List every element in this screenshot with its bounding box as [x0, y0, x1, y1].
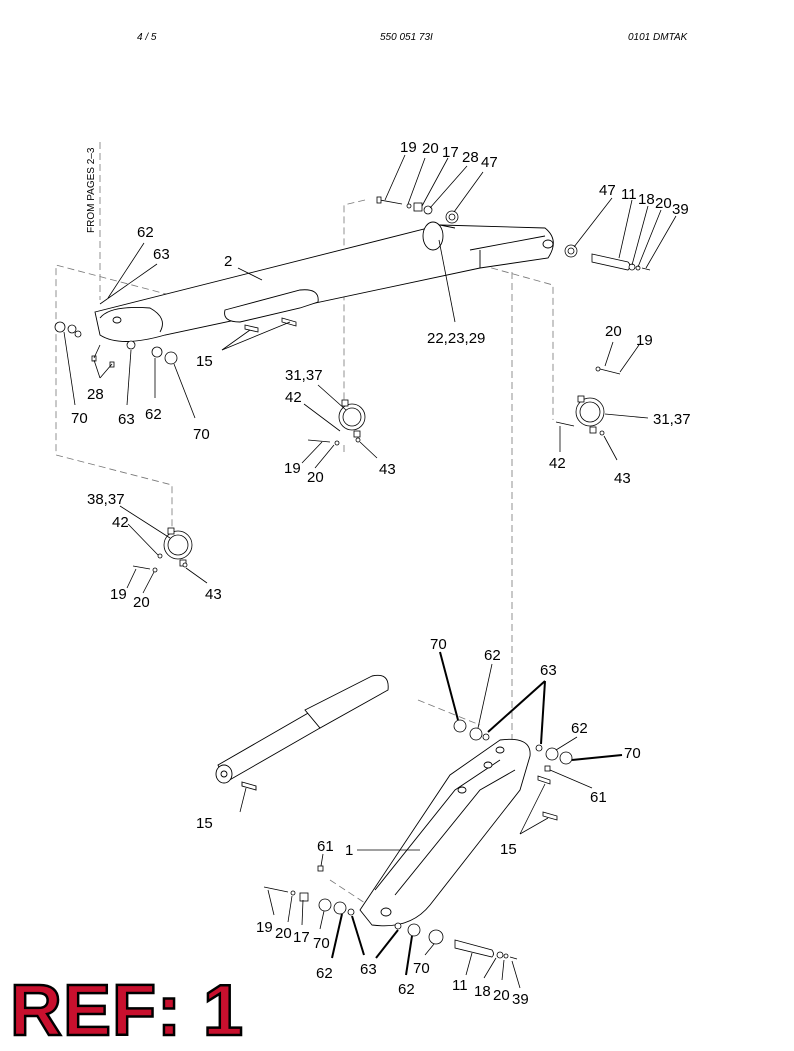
callout: 20: [275, 925, 292, 942]
from-pages-note: FROM PAGES 2–3: [86, 147, 97, 233]
revision-code: 0101 DMTAK: [628, 32, 688, 43]
callout: 11: [621, 186, 637, 203]
callout: 62: [137, 224, 154, 241]
callout: 47: [599, 182, 616, 199]
callout: 17: [293, 929, 310, 946]
callout: 62: [398, 981, 415, 998]
callout: 43: [614, 470, 631, 487]
callout: 70: [413, 960, 430, 977]
callout: 19: [400, 139, 417, 156]
callout: 61: [590, 789, 607, 806]
callout: 70: [313, 935, 330, 952]
callout: 20: [422, 140, 439, 157]
callout: 43: [205, 586, 222, 603]
callout: 17: [442, 144, 459, 161]
pipe-clamp-3: [132, 527, 193, 573]
pipe-clamp-1: [307, 399, 366, 446]
callout: 2: [224, 253, 232, 270]
hydraulic-cylinder: [215, 674, 389, 791]
lower-boom-arm: [359, 738, 531, 927]
upper-boom-hardware: [54, 196, 651, 368]
callout: 62: [484, 647, 501, 664]
callout: 28: [87, 386, 104, 403]
callout: 20: [655, 195, 672, 212]
callout: 62: [316, 965, 333, 982]
callout: 63: [360, 961, 377, 978]
callout: 18: [638, 191, 655, 208]
callout: 43: [379, 461, 396, 478]
pipe-clamp-2: [555, 366, 621, 436]
dashed-assembly-lines: [55, 142, 554, 906]
callout: 15: [196, 815, 213, 832]
callout: 42: [549, 455, 566, 472]
callout: 31,37: [285, 367, 323, 384]
callout: 19: [110, 586, 127, 603]
callout: 63: [118, 411, 135, 428]
upper-boom-arm: [94, 221, 554, 342]
callout: 19: [636, 332, 653, 349]
callout: 62: [145, 406, 162, 423]
callout: 47: [481, 154, 498, 171]
callout: 62: [571, 720, 588, 737]
callout: 63: [540, 662, 557, 679]
callout: 31,37: [653, 411, 691, 428]
lower-boom-hardware: [263, 719, 573, 960]
page-number: 4 / 5: [137, 32, 157, 43]
callout: 61: [317, 838, 334, 855]
callout: 70: [430, 636, 447, 653]
callout: 19: [256, 919, 273, 936]
callout: 70: [624, 745, 641, 762]
callout-labels: 19 20 17 28 47 47 11 18 20 39 62 63 2 22…: [71, 139, 691, 1008]
callout: 15: [500, 841, 517, 858]
callout: 20: [133, 594, 150, 611]
callout: 39: [672, 201, 689, 218]
leader-lines: [63, 154, 677, 989]
callout: 42: [112, 514, 129, 531]
callout: 70: [193, 426, 210, 443]
callout: 20: [307, 469, 324, 486]
callout: 19: [284, 460, 301, 477]
callout: 38,37: [87, 491, 125, 508]
callout: 20: [493, 987, 510, 1004]
reference-label: REF: 1: [9, 971, 245, 1051]
callout: 28: [462, 149, 479, 166]
callout: 18: [474, 983, 491, 1000]
document-number: 550 051 73I: [380, 32, 433, 43]
callout: 1: [345, 842, 353, 859]
callout: 39: [512, 991, 529, 1008]
callout: 42: [285, 389, 302, 406]
callout: 63: [153, 246, 170, 263]
callout: 15: [196, 353, 213, 370]
callout: 70: [71, 410, 88, 427]
callout: 11: [452, 977, 468, 994]
callout: 22,23,29: [427, 330, 485, 347]
callout: 20: [605, 323, 622, 340]
